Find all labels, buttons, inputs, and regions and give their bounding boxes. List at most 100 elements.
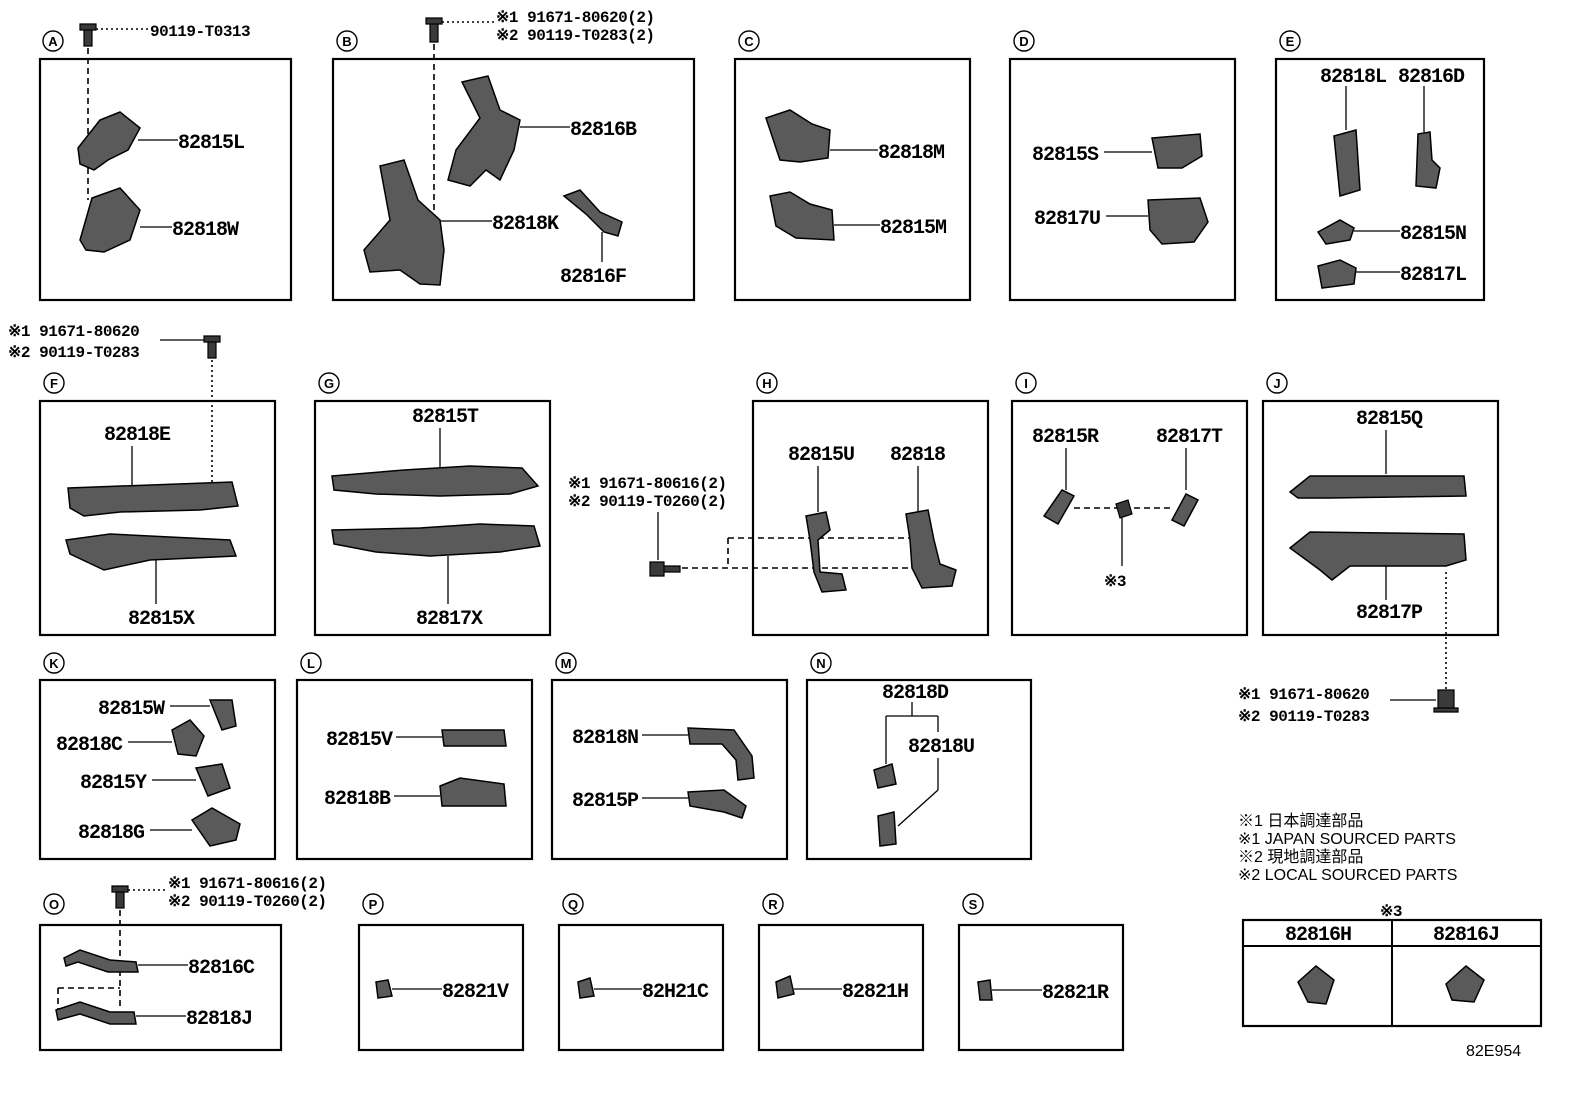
part-label: 82815V (326, 729, 393, 752)
bracket-part (1288, 531, 1467, 581)
section-marker-n (810, 652, 832, 674)
bracket-part (1317, 259, 1357, 289)
bracket-part (194, 763, 231, 797)
fastener-label-h1: ※1 91671-80616(2) (568, 475, 727, 493)
section-letter-d: D (1019, 34, 1028, 49)
section-e: E 82818L 82816D 82815N 82817L (1274, 30, 1486, 302)
section-c: C 82818M 82815M (733, 30, 972, 302)
clip-icon (375, 979, 393, 999)
section-s-box (957, 923, 1125, 1052)
bracket-part (331, 523, 541, 557)
clip-icon (775, 974, 795, 999)
section-marker-m (555, 652, 577, 674)
section-marker-p (362, 893, 384, 915)
section-a-box (38, 57, 293, 302)
fastener-label-f1: ※1 91671-80620 (8, 323, 139, 341)
bracket-part (687, 789, 747, 819)
bolt-icon (425, 17, 443, 43)
variant-table: ※3 82816H 82816J (1241, 903, 1543, 1028)
bracket-part (208, 699, 237, 731)
bracket-part (1170, 493, 1200, 527)
fastener-label-h2: ※2 90119-T0260(2) (568, 493, 727, 511)
section-letter-m: M (561, 656, 572, 671)
part-label: 82818G (78, 822, 145, 845)
clip-icon (1115, 499, 1133, 519)
fastener-label-j1: ※1 91671-80620 (1238, 686, 1369, 704)
section-letter-b: B (342, 34, 351, 49)
section-letter-l: L (307, 656, 315, 671)
section-letter-f: F (50, 376, 58, 391)
section-b: B ※1 91671-80620(2) ※2 90119-T0283(2) 82… (331, 9, 696, 302)
bracket-part (441, 729, 507, 747)
bracket-part (79, 187, 141, 253)
bracket-part (1147, 197, 1209, 245)
bracket-part (77, 111, 141, 171)
bracket-part (1333, 129, 1361, 197)
section-marker-k (43, 652, 65, 674)
part-label: 82818 (890, 444, 945, 467)
bracket-part (447, 75, 521, 187)
section-r: R 82821H (757, 893, 925, 1052)
part-label: 82815U (788, 444, 854, 467)
section-marker-a (42, 30, 64, 52)
section-marker-g (318, 372, 340, 394)
bolt-icon (111, 885, 129, 909)
section-j: J 82815Q 82817P ※1 91671-80620 ※2 90119-… (1238, 372, 1500, 726)
section-marker-h (756, 372, 778, 394)
part-label: 82818E (104, 424, 171, 447)
section-a: A 90119-T0313 82815L 82818W (38, 23, 293, 302)
part-label: 82815R (1032, 426, 1099, 449)
fastener-label-o2: ※2 90119-T0260(2) (168, 893, 327, 911)
section-f-box (38, 399, 277, 637)
part-label: 82815L (178, 132, 244, 155)
table-header: 82816J (1433, 924, 1499, 947)
section-g-box (313, 399, 552, 637)
fastener-label-f2: ※2 90119-T0283 (8, 344, 139, 362)
section-letter-e: E (1286, 34, 1295, 49)
fastener-label-j2: ※2 90119-T0283 (1238, 708, 1369, 726)
section-marker-q (562, 893, 584, 915)
section-d: D 82815S 82817U (1008, 30, 1237, 302)
section-n: N 82818D 82818U (805, 652, 1033, 861)
bolt-icon (649, 561, 681, 577)
part-label: 82817P (1356, 602, 1423, 625)
part-label: 82815W (98, 698, 165, 721)
section-h-box (751, 399, 990, 637)
section-letter-r: R (768, 897, 778, 912)
legend-line: ※2 LOCAL SOURCED PARTS (1238, 867, 1457, 884)
bracket-part (63, 949, 139, 973)
section-m: M 82818N 82815P (550, 652, 789, 861)
section-r-box (757, 923, 925, 1052)
fastener-label-o1: ※1 91671-80616(2) (168, 875, 327, 893)
bracket-part (65, 533, 238, 571)
bracket-part (765, 109, 831, 163)
section-marker-s (962, 893, 984, 915)
section-letter-q: Q (568, 897, 578, 912)
section-marker-e (1279, 30, 1301, 52)
section-c-box (733, 57, 972, 302)
part-label: 82818K (492, 213, 559, 236)
section-marker-b (336, 30, 358, 52)
part-label: 82818M (878, 142, 945, 165)
part-label: 82816F (560, 266, 626, 289)
legend-line: ※1 日本調達部品 (1238, 812, 1363, 830)
section-s: S 82821R (957, 893, 1125, 1052)
bracket-part (877, 811, 897, 847)
section-l: L 82815V 82818B (295, 652, 534, 861)
part-label: 82821V (442, 981, 509, 1004)
part-label: 82817L (1400, 264, 1466, 287)
section-q: Q 82H21C (557, 893, 725, 1052)
section-j-box (1261, 399, 1500, 637)
bracket-part (439, 777, 507, 807)
section-g: G 82815T 82817X (313, 372, 552, 637)
section-b-box (331, 57, 696, 302)
bracket-part (1151, 133, 1203, 169)
bracket-part (873, 763, 897, 789)
section-letter-s: S (969, 897, 978, 912)
clip-icon (1297, 965, 1335, 1005)
section-letter-h: H (762, 376, 771, 391)
section-n-box (805, 678, 1033, 861)
part-label: 82H21C (642, 981, 709, 1004)
part-label: 82815M (880, 217, 947, 240)
section-i: I 82815R 82817T ※3 (1010, 372, 1249, 637)
